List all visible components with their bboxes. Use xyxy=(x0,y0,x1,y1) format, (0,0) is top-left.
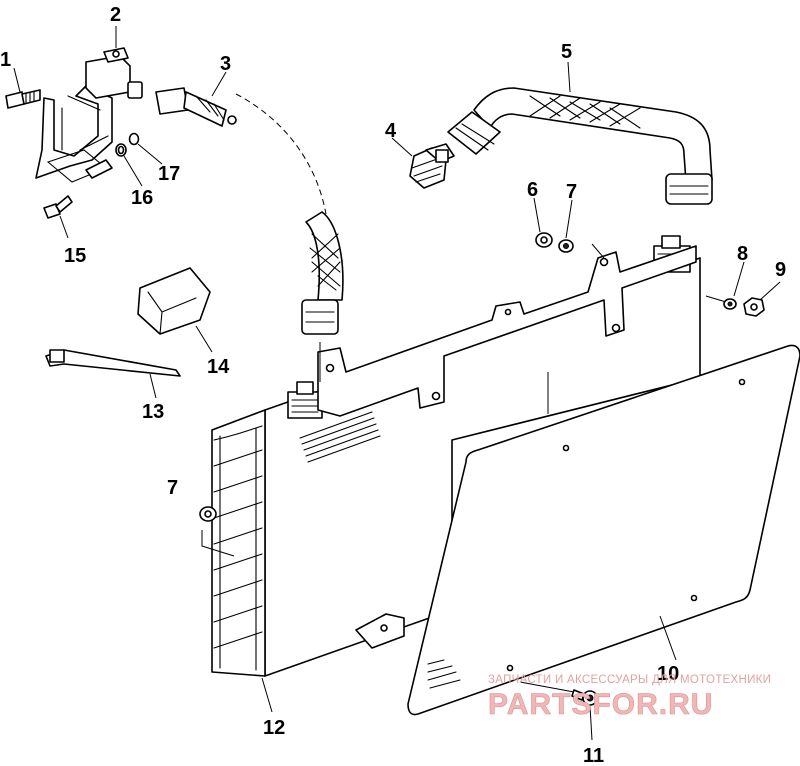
watermark: ЗАПЧАСТИ И АКСЕССУАРЫ ДЛЯ МОТОТЕХНИКИ PA… xyxy=(488,674,771,721)
callout-13: 13 xyxy=(142,401,164,423)
callout-leaders xyxy=(13,26,781,741)
watermark-brand: PARTSFOR.RU xyxy=(488,688,713,721)
mounting-screw-15 xyxy=(43,195,73,219)
cooler-label-hatch xyxy=(299,411,381,463)
callout-15: 15 xyxy=(64,245,86,267)
oil-hose-upper xyxy=(155,87,237,127)
o-ring-16 xyxy=(115,143,127,157)
callout-labels: 1 2 3 4 5 6 7 7 8 9 10 11 12 13 14 15 16… xyxy=(0,4,786,766)
callout-3: 3 xyxy=(220,53,231,75)
cable-tie xyxy=(45,349,181,377)
adapter-fitting xyxy=(409,143,455,189)
screw-11 xyxy=(571,689,598,706)
nut-9 xyxy=(743,297,765,317)
callout-10: 10 xyxy=(657,663,679,685)
oil-tube-assembly xyxy=(35,85,113,183)
callout-7-upper: 7 xyxy=(566,181,577,203)
callout-7-lower: 7 xyxy=(167,477,178,499)
washer-7-upper xyxy=(558,239,574,253)
mounting-bracket xyxy=(317,245,697,417)
hose-clip-bracket xyxy=(137,267,211,335)
washer-7-lower xyxy=(199,506,217,522)
callout-2: 2 xyxy=(110,4,121,26)
callout-14: 14 xyxy=(207,356,230,378)
callout-16: 16 xyxy=(131,187,153,209)
callout-4: 4 xyxy=(385,120,397,142)
washer-8 xyxy=(723,298,737,310)
callout-5: 5 xyxy=(561,41,572,63)
callout-17: 17 xyxy=(158,163,180,185)
rubber-grommet-6 xyxy=(535,232,553,248)
callout-8: 8 xyxy=(737,243,748,265)
callout-11: 11 xyxy=(583,745,604,766)
callout-9: 9 xyxy=(775,259,786,281)
cooler-lower-tab xyxy=(355,613,405,649)
callout-1: 1 xyxy=(0,49,11,71)
callout-6: 6 xyxy=(527,179,538,201)
cooler-cover-plate xyxy=(407,344,800,716)
callout-12: 12 xyxy=(263,717,285,739)
banjo-block xyxy=(85,47,143,99)
o-ring-17 xyxy=(128,132,140,146)
banjo-bolt xyxy=(5,89,41,109)
cooler-inlet-fitting xyxy=(287,381,323,419)
oil-hose-right xyxy=(447,87,713,205)
plate-decal xyxy=(427,659,461,689)
watermark-tagline: ЗАПЧАСТИ И АКСЕССУАРЫ ДЛЯ МОТОТЕХНИКИ xyxy=(488,674,771,686)
oil-hose-lower xyxy=(301,211,344,335)
